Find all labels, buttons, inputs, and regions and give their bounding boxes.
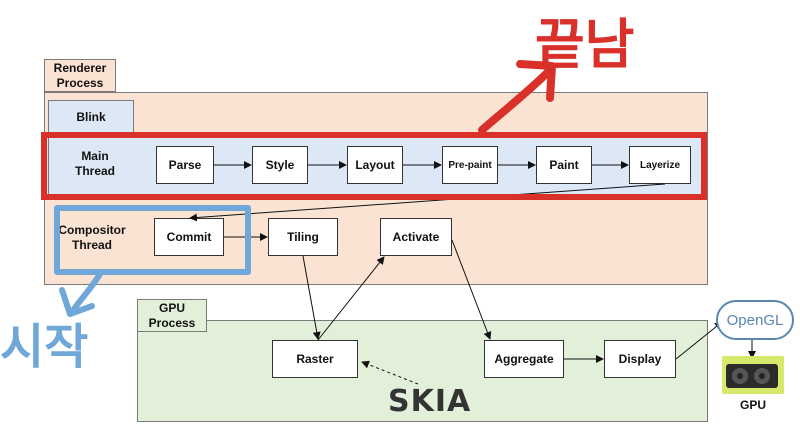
arrow-display-opengl bbox=[675, 321, 723, 360]
arrow-skia-raster bbox=[361, 360, 419, 385]
layerize-node: Layerize bbox=[629, 146, 691, 184]
skia-logo: SKIA bbox=[388, 384, 472, 419]
blink-tab: Blink bbox=[48, 100, 134, 134]
style-node: Style bbox=[252, 146, 308, 184]
end-annotation-arrowhead bbox=[516, 60, 556, 102]
graphics-card-icon bbox=[726, 364, 778, 388]
paint-node: Paint bbox=[536, 146, 592, 184]
end-annotation-label: 끝남 bbox=[535, 13, 635, 76]
display-node: Display bbox=[604, 340, 676, 378]
pre-paint-node: Pre-paint bbox=[442, 146, 498, 184]
main-thread-highlight bbox=[41, 132, 707, 200]
aggregate-node: Aggregate bbox=[484, 340, 564, 378]
gpu-label: GPU bbox=[739, 397, 766, 412]
main-thread-label: Main Thread bbox=[74, 149, 115, 178]
end-annotation-arrow bbox=[478, 68, 552, 134]
commit-node: Commit bbox=[154, 218, 224, 256]
gpu-process-tab: GPU Process bbox=[137, 299, 207, 332]
arrow-tiling-raster bbox=[302, 255, 321, 340]
start-annotation-arrowhead bbox=[59, 287, 95, 317]
renderer-process-tab: Renderer Process bbox=[44, 59, 116, 92]
layout-node: Layout bbox=[347, 146, 403, 184]
arrow-activate-aggregate bbox=[451, 239, 492, 340]
compositor-thread-label: Compositor Thread bbox=[58, 223, 126, 252]
gpu-card-icon bbox=[722, 356, 784, 394]
parse-node: Parse bbox=[156, 146, 214, 184]
raster-node: Raster bbox=[272, 340, 358, 378]
start-annotation-label: 시작 bbox=[0, 319, 89, 375]
opengl-logo: OpenGL bbox=[716, 300, 794, 340]
arrow-raster-activate bbox=[317, 256, 385, 341]
start-annotation-arrow bbox=[69, 271, 103, 315]
compositor-highlight bbox=[54, 205, 251, 275]
arrow-layerize-commit bbox=[189, 183, 666, 222]
activate-node: Activate bbox=[380, 218, 452, 256]
tiling-node: Tiling bbox=[268, 218, 338, 256]
